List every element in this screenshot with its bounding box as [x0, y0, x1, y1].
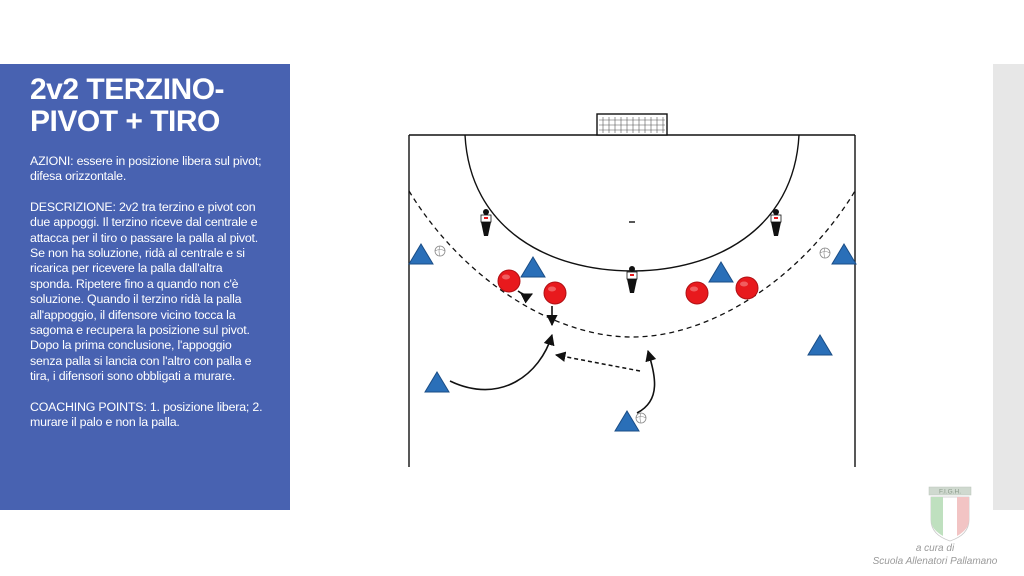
side-bar	[993, 64, 1024, 510]
attacker-triangle-icon	[424, 371, 450, 393]
attacker-triangle-icon	[831, 243, 857, 265]
court-diagram	[408, 113, 857, 467]
attacker-triangle-icon	[520, 256, 546, 278]
pass-arrow-icon	[554, 351, 641, 372]
credit-line1: a cura di	[915, 543, 955, 554]
logo-text: F.I.G.H.	[939, 489, 961, 496]
run-arrow-icon	[449, 333, 555, 391]
credit-line2: Scuola Allenatori Pallamano	[872, 556, 998, 567]
defender-circle-icon	[735, 276, 759, 300]
attacker-triangle-icon	[807, 334, 833, 356]
run-arrow-icon	[517, 290, 534, 304]
mannequin-icon	[480, 208, 492, 237]
azioni-text: AZIONI: essere in posizione libera sul p…	[30, 154, 262, 184]
attacker-triangle-icon	[614, 410, 640, 432]
ball-icon	[635, 412, 647, 424]
attacker-triangle-icon	[408, 243, 434, 265]
mannequin-icon	[626, 265, 638, 294]
descrizione-text: DESCRIZIONE: 2v2 tra terzino e pivot con…	[30, 199, 259, 384]
goal-icon	[596, 113, 668, 136]
attacker-triangle-icon	[708, 261, 734, 283]
description-panel: 2v2 TERZINO-PIVOT + TIRO AZIONI: essere …	[0, 64, 290, 510]
run-arrow-icon	[636, 349, 657, 414]
figh-logo: F.I.G.H.	[928, 486, 972, 542]
coaching-points-text: COACHING POINTS: 1. posizione libera; 2.…	[30, 399, 263, 430]
credit-block: a cura di Scuola Allenatori Pallamano	[860, 542, 1010, 568]
ball-icon	[434, 245, 446, 257]
defender-circle-icon	[497, 269, 521, 293]
court-lines	[408, 134, 856, 467]
ball-icon	[819, 247, 831, 259]
defender-circle-icon	[543, 281, 567, 305]
defender-circle-icon	[685, 281, 709, 305]
mannequin-icon	[770, 208, 782, 237]
slide-title: 2v2 TERZINO-PIVOT + TIRO	[30, 73, 225, 138]
